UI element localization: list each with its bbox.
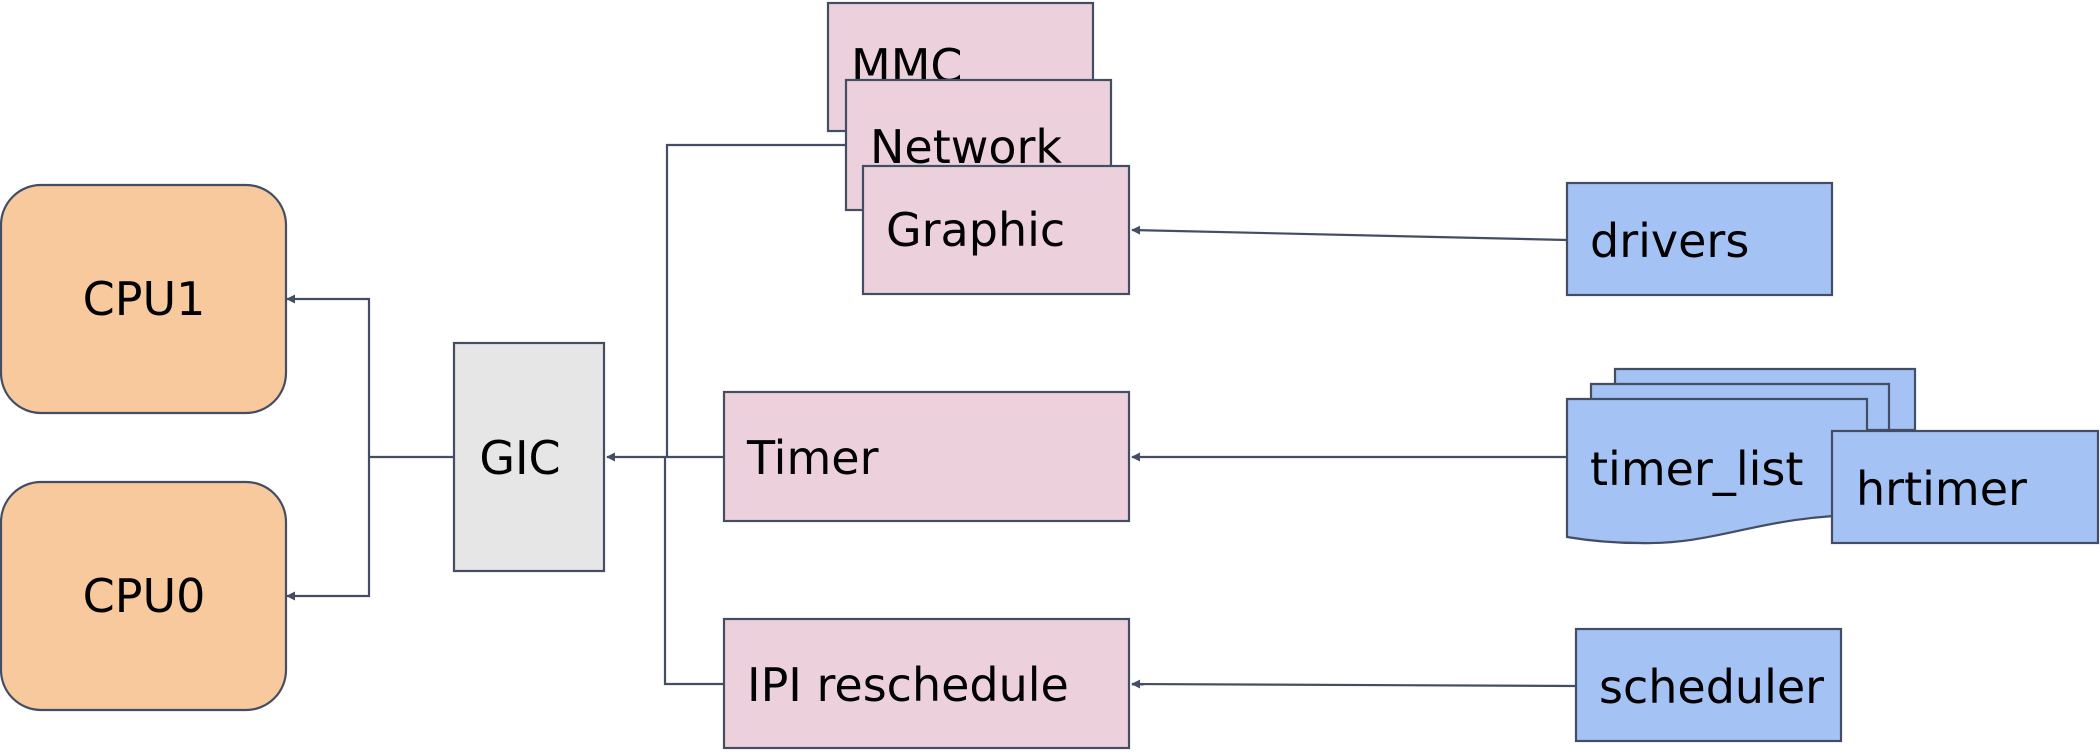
cpu0-node: CPU0 [0, 480, 288, 712]
connector-ipi [663, 457, 724, 686]
arrow-drivers-to-graphic [1131, 225, 1568, 242]
timer-list-page-1 [1565, 397, 1869, 545]
arrow-scheduler-to-ipi [1131, 679, 1577, 689]
timer-node: Timer [722, 390, 1131, 523]
gic-label: GIC [479, 431, 560, 485]
hrtimer-node: hrtimer [1830, 429, 2100, 545]
cpu1-label: CPU1 [83, 272, 206, 326]
ipi-reschedule-label: IPI reschedule [747, 658, 1069, 712]
timer-list-label: timer_list [1590, 442, 1803, 496]
timer-list-node: timer_list [1565, 367, 1917, 545]
scheduler-label: scheduler [1599, 660, 1824, 714]
arrow-to-cpu0 [286, 457, 371, 601]
arrow-to-cpu1 [286, 294, 371, 457]
drivers-node: drivers [1565, 181, 1834, 297]
gic-node: GIC [452, 341, 606, 573]
ipi-reschedule-node: IPI reschedule [722, 617, 1131, 750]
cpu0-label: CPU0 [83, 569, 206, 623]
timer-label: Timer [746, 431, 879, 485]
cpu1-node: CPU1 [0, 183, 288, 415]
connectors [286, 143, 1577, 689]
scheduler-node: scheduler [1574, 627, 1843, 743]
connector-network [665, 143, 845, 457]
graphic-label: Graphic [886, 203, 1065, 257]
graphic-node: Graphic [861, 164, 1131, 296]
drivers-label: drivers [1590, 214, 1749, 268]
hrtimer-label: hrtimer [1856, 462, 2027, 516]
